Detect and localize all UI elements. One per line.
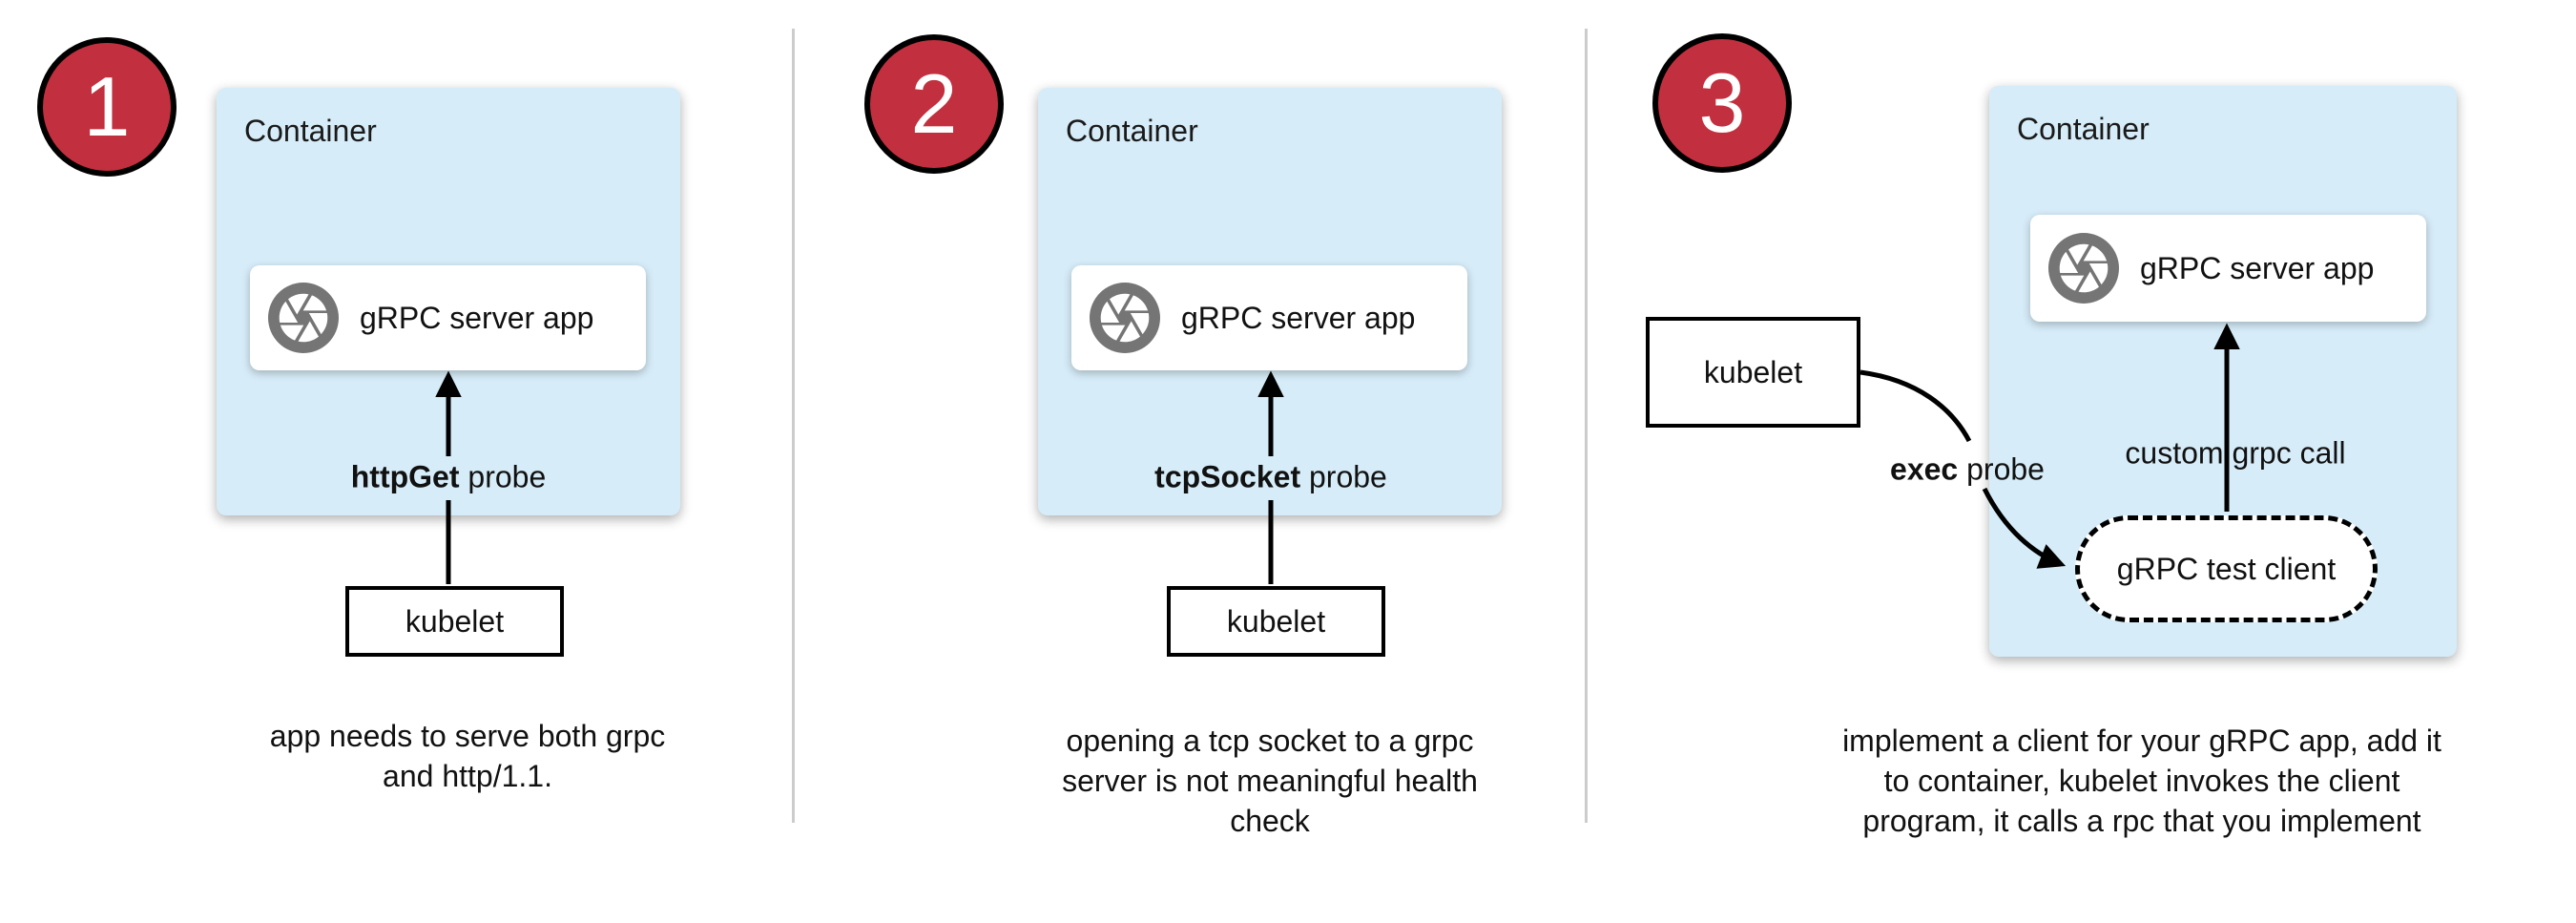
grpc-server-app-box: gRPC server app — [2030, 215, 2426, 322]
kubelet-label: kubelet — [1226, 603, 1326, 639]
caption-line: to container, kubelet invokes the client — [1883, 764, 2400, 798]
caption-line: program, it calls a rpc that you impleme… — [1862, 804, 2421, 838]
aperture-icon — [1090, 283, 1160, 353]
grpc-test-client-label: gRPC test client — [2116, 551, 2337, 586]
grpc-server-app-label: gRPC server app — [1181, 300, 1416, 335]
step-badge-1: 1 — [37, 37, 177, 177]
container-label: Container — [244, 114, 377, 148]
kubelet-box-3: kubelet — [1646, 317, 1860, 428]
grpc-server-app-box: gRPC server app — [250, 265, 646, 370]
grpc-server-app-box: gRPC server app — [1071, 265, 1467, 370]
caption-2: opening a tcp socket to a grpc server is… — [1062, 721, 1478, 841]
kubelet-box-1: kubelet — [345, 586, 564, 657]
custom-grpc-call-label: custom grpc call — [2125, 435, 2346, 471]
container-box-3: Container gRPC server app gRPC test clie… — [1989, 86, 2457, 657]
step-number: 1 — [83, 59, 131, 154]
probe-keyword: tcpSocket — [1154, 459, 1301, 494]
caption-1: app needs to serve both grpc and http/1.… — [270, 716, 666, 796]
panel-divider-2 — [1585, 29, 1588, 823]
grpc-test-client-box: gRPC test client — [2075, 515, 2378, 622]
probe-keyword: exec — [1890, 451, 1959, 487]
probe-label-1: httpGet probe — [351, 460, 546, 495]
aperture-icon — [2048, 233, 2119, 304]
container-box-1: Container gRPC server app — [217, 88, 680, 515]
probe-word: probe — [467, 459, 547, 494]
caption-3: implement a client for your gRPC app, ad… — [1842, 721, 2441, 841]
probe-keyword: httpGet — [350, 459, 460, 494]
container-label: Container — [1066, 114, 1198, 148]
probe-word: probe — [1966, 451, 2045, 487]
caption-line: and http/1.1. — [383, 759, 552, 793]
caption-line: implement a client for your gRPC app, ad… — [1842, 724, 2441, 758]
panel-divider-1 — [792, 29, 795, 823]
container-label: Container — [2017, 112, 2150, 146]
step-number: 3 — [1698, 55, 1746, 150]
grpc-server-app-label: gRPC server app — [2140, 250, 2375, 285]
exec-probe-arrow-upper — [1859, 369, 1972, 443]
caption-line: server is not meaningful health — [1062, 764, 1478, 798]
exec-probe-label: exec probe — [1890, 452, 2045, 488]
step-badge-2: 2 — [864, 34, 1004, 174]
step-badge-3: 3 — [1652, 33, 1792, 173]
caption-line: opening a tcp socket to a grpc — [1066, 724, 1474, 758]
container-box-2: Container gRPC server app — [1038, 88, 1502, 515]
kubelet-label: kubelet — [405, 603, 505, 639]
kubelet-box-2: kubelet — [1167, 586, 1385, 657]
aperture-icon — [268, 283, 339, 353]
step-number: 2 — [910, 56, 958, 151]
kubelet-label: kubelet — [1703, 354, 1803, 389]
grpc-server-app-label: gRPC server app — [360, 300, 594, 335]
probe-label-2: tcpSocket probe — [1154, 460, 1387, 495]
probe-word: probe — [1308, 459, 1387, 494]
caption-line: app needs to serve both grpc — [269, 719, 666, 753]
caption-line: check — [1230, 804, 1310, 838]
